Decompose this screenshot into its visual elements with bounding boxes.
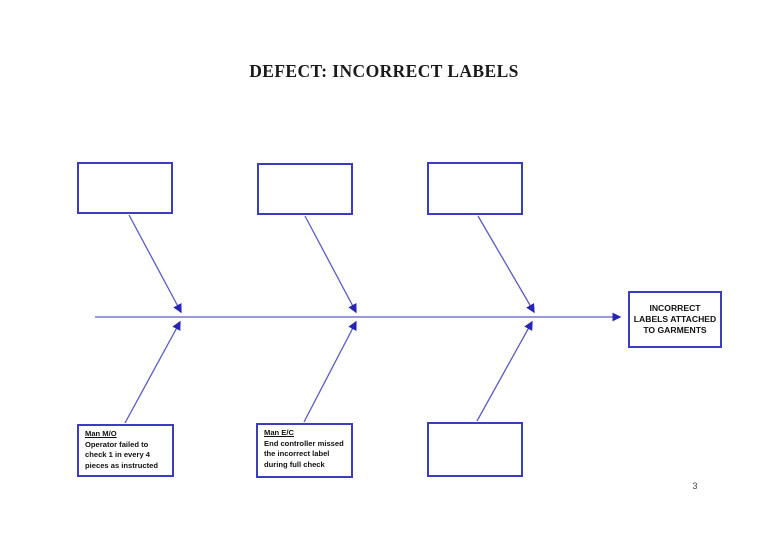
page-number: 3 — [692, 481, 698, 491]
cause-box-bottom-3-text — [429, 424, 521, 429]
branch-line-bottom-3 — [476, 320, 533, 422]
cause-box-top-1-text — [79, 164, 171, 169]
branch-line-top-3 — [477, 215, 535, 314]
cause-box-top-3-text — [429, 164, 521, 169]
diagram-title: DEFECT: INCORRECT LABELS — [249, 61, 519, 81]
cause-box-man-mo-text: Man M/O Operator failed to check 1 in ev… — [79, 426, 172, 474]
effect-box: INCORRECT LABELS ATTACHED TO GARMENTS — [628, 291, 722, 348]
cause-detail-man-ec: End controller missed the incorrect labe… — [264, 438, 344, 469]
cause-box-man-mo: Man M/O Operator failed to check 1 in ev… — [77, 424, 174, 477]
effect-box-text: INCORRECT LABELS ATTACHED TO GARMENTS — [633, 302, 717, 336]
cause-box-top-2-text — [259, 165, 351, 170]
branch-line-top-2 — [304, 215, 357, 314]
branch-line-top-1 — [128, 214, 182, 314]
cause-box-man-ec: Man E/C End controller missed the incorr… — [256, 423, 353, 478]
cause-heading-man-mo: Man M/O — [85, 429, 117, 438]
cause-box-bottom-3 — [427, 422, 523, 477]
cause-box-top-3 — [427, 162, 523, 215]
cause-box-top-2 — [257, 163, 353, 215]
cause-detail-man-mo: Operator failed to check 1 in every 4 pi… — [85, 439, 159, 470]
branch-line-bottom-1 — [124, 320, 181, 424]
cause-box-man-ec-text: Man E/C End controller missed the incorr… — [258, 425, 351, 473]
cause-box-top-1 — [77, 162, 173, 214]
branch-line-bottom-2 — [303, 320, 357, 423]
cause-heading-man-ec: Man E/C — [264, 428, 294, 437]
